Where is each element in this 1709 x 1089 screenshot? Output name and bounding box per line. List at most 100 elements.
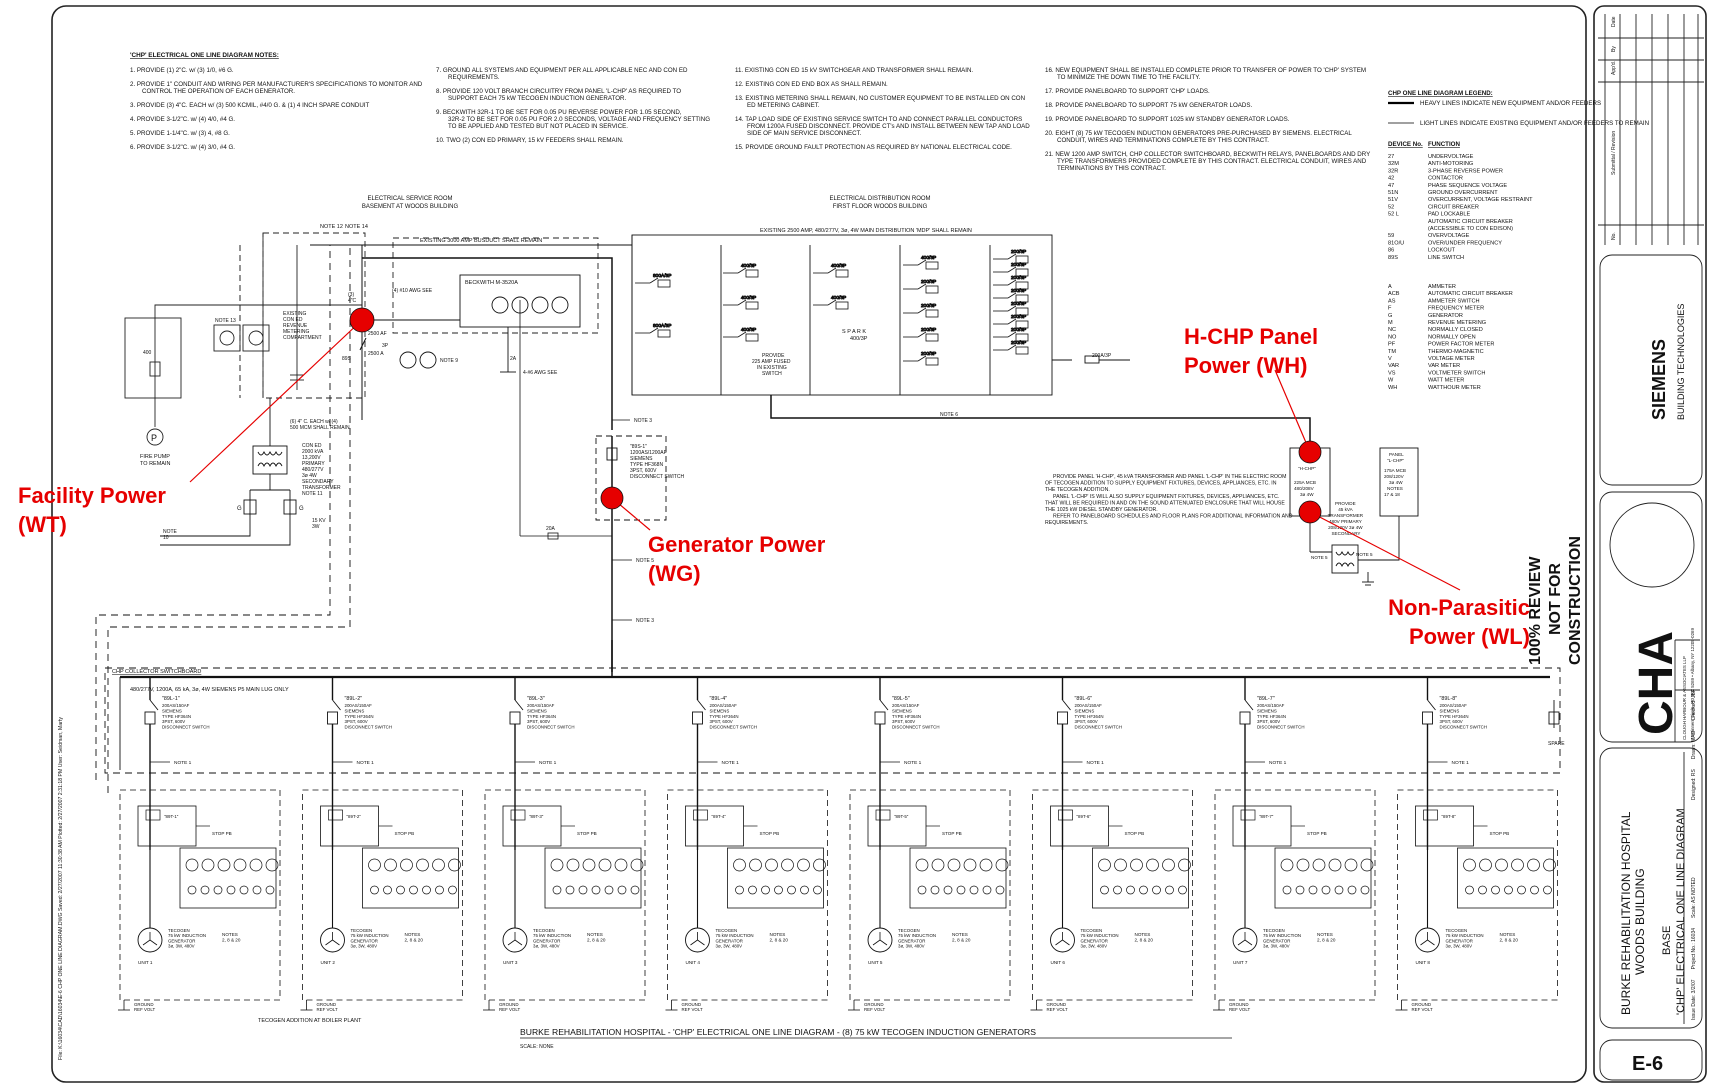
- legend-device-function: OVERVOLTAGE: [1428, 233, 1470, 239]
- relay-function-icon: [1321, 885, 1331, 895]
- generator-power-label: Generator Power(WG): [648, 532, 826, 586]
- meter-gauge-icon: [368, 858, 381, 872]
- legend-abbrev-code: PF: [1388, 342, 1396, 348]
- project-name: BURKE REHABILITATION HOSPITALWOODS BUILD…: [1619, 811, 1647, 1015]
- breaker-symbol: [1015, 281, 1029, 290]
- siemens-logo: SIEMENS: [1649, 339, 1669, 420]
- breaker-rating: 200/3P: [921, 303, 936, 309]
- breaker-symbol: [925, 357, 939, 366]
- nonparasitic-power-marker: [1298, 500, 1322, 524]
- relay-function-icon: [265, 885, 275, 895]
- hchp-power-marker: [1298, 440, 1322, 464]
- stop-pb-label: STOP PB: [1490, 831, 1510, 836]
- unit-label: UNIT 8: [1416, 960, 1431, 965]
- relay-function-icon: [370, 885, 379, 895]
- branch-switch-blade: [697, 699, 706, 711]
- svg-text:PROVIDE PANEL 'H-CHP', 45 kVA: PROVIDE PANEL 'H-CHP', 45 kVA TRANSFORME…: [1045, 474, 1293, 526]
- branch-fuse: [144, 711, 156, 725]
- branch-switch-name: "89L-1": [162, 696, 180, 702]
- unit-label: UNIT 5: [868, 960, 883, 965]
- tail-breaker-label: 200A/3P: [1092, 353, 1112, 359]
- legend-device-function: ANTI-MOTORING: [1428, 161, 1473, 167]
- legend-abbrev-code: G: [1388, 313, 1392, 319]
- relay-function-icon: [1308, 885, 1318, 895]
- notes-column-3: 11. EXISTING CON ED 15 kV SWITCHGEAR AND…: [735, 67, 1030, 151]
- relay-panel: [685, 805, 744, 847]
- collector-label: CHP COLLECTOR SWITCHBOARD: [112, 669, 201, 675]
- legend-device-function: PAD LOCKABLE: [1428, 212, 1470, 218]
- legend-abbrev-meaning: THERMO-MAGNETIC: [1428, 349, 1484, 355]
- legend-device-code: 52: [1388, 204, 1394, 210]
- meter-gauge-icon: [630, 858, 644, 872]
- relay-function-icon: [1491, 885, 1500, 895]
- relay-function-icon: [383, 885, 392, 895]
- unit-label: UNIT 6: [1051, 960, 1066, 965]
- legend-abbrev-meaning: POWER FACTOR METER: [1428, 342, 1494, 348]
- meter-gauge-icon: [432, 858, 445, 872]
- notes-column-4: 16. NEW EQUIPMENT SHALL BE INSTALLED COM…: [1045, 67, 1370, 172]
- svg-text:Designed: RSDrawn: MAOChecked:: Designed: RSDrawn: MAOChecked: JBF: [1691, 689, 1697, 800]
- breaker-contact: [649, 277, 659, 284]
- relay-function-icon: [448, 885, 457, 895]
- spare-label: SPARE: [1548, 741, 1565, 747]
- breaker-symbol: [1015, 255, 1029, 264]
- breaker-contact: [1007, 292, 1017, 299]
- meter-gauge-icon: [185, 858, 199, 872]
- branch-switch-name: "89L-6": [1075, 696, 1093, 702]
- tecogen-addition-label: TECOGEN ADDITION AT BOILER PLANT: [258, 1018, 362, 1024]
- relay-box: [145, 809, 161, 821]
- wye-winding-icon: [507, 932, 523, 946]
- stop-pb-label: STOP PB: [212, 831, 232, 836]
- tecogen-enclosure: [302, 789, 463, 1001]
- meter-gauge-icon: [1543, 858, 1556, 872]
- notes-column-1: 1. PROVIDE (1) 2"C. w/ (3) 1/0, #6 G.2. …: [130, 67, 423, 151]
- breaker-contact: [1007, 266, 1017, 273]
- relay-panel: [867, 805, 927, 847]
- facility-power-label: Facility Power(WT): [18, 483, 166, 537]
- branch-switch-name: "89L-8": [1440, 696, 1458, 702]
- collector-bus-label: 480/277V, 1200A, 65 kA, 3ø, 4W SIEMENS P…: [130, 687, 289, 693]
- meter-gauge-icon: [1312, 858, 1326, 872]
- svg-text:2A: 2A: [510, 356, 517, 362]
- legend-abbrev-code: VS: [1388, 370, 1396, 376]
- note-13-label: NOTE 13: [215, 318, 236, 324]
- breaker-symbol: [1015, 320, 1029, 329]
- legend-device-code: 27: [1388, 154, 1394, 160]
- svg-text:400: 400: [143, 350, 152, 356]
- branch-switch-name: "89L-2": [345, 696, 363, 702]
- breaker-symbol: [657, 329, 671, 338]
- branch-switch-blade: [332, 699, 341, 711]
- breaker-contact: [1007, 253, 1017, 260]
- cha-logo: CHA: [1630, 631, 1683, 735]
- unit-label: UNIT 4: [686, 960, 701, 965]
- legend-abbrev-meaning: NORMALLY OPEN: [1428, 334, 1476, 340]
- meter-panel: [1092, 847, 1189, 909]
- meter-gauge-icon: [416, 858, 429, 872]
- facility-power-callout: Facility Power(WT): [18, 307, 375, 537]
- branch-note-1: NOTE 1: [539, 760, 557, 766]
- stop-pb-label: STOP PB: [1125, 831, 1145, 836]
- relay-function-icon: [578, 885, 588, 895]
- unit-disconnect-label: "89T-2": [347, 814, 362, 819]
- legend-abbrev-meaning: WATT METER: [1428, 378, 1464, 384]
- meter-gauge-icon: [1527, 858, 1540, 872]
- branch-fuse: [1239, 711, 1251, 725]
- breaker-symbol: [1015, 346, 1029, 355]
- breaker-contact: [737, 331, 747, 338]
